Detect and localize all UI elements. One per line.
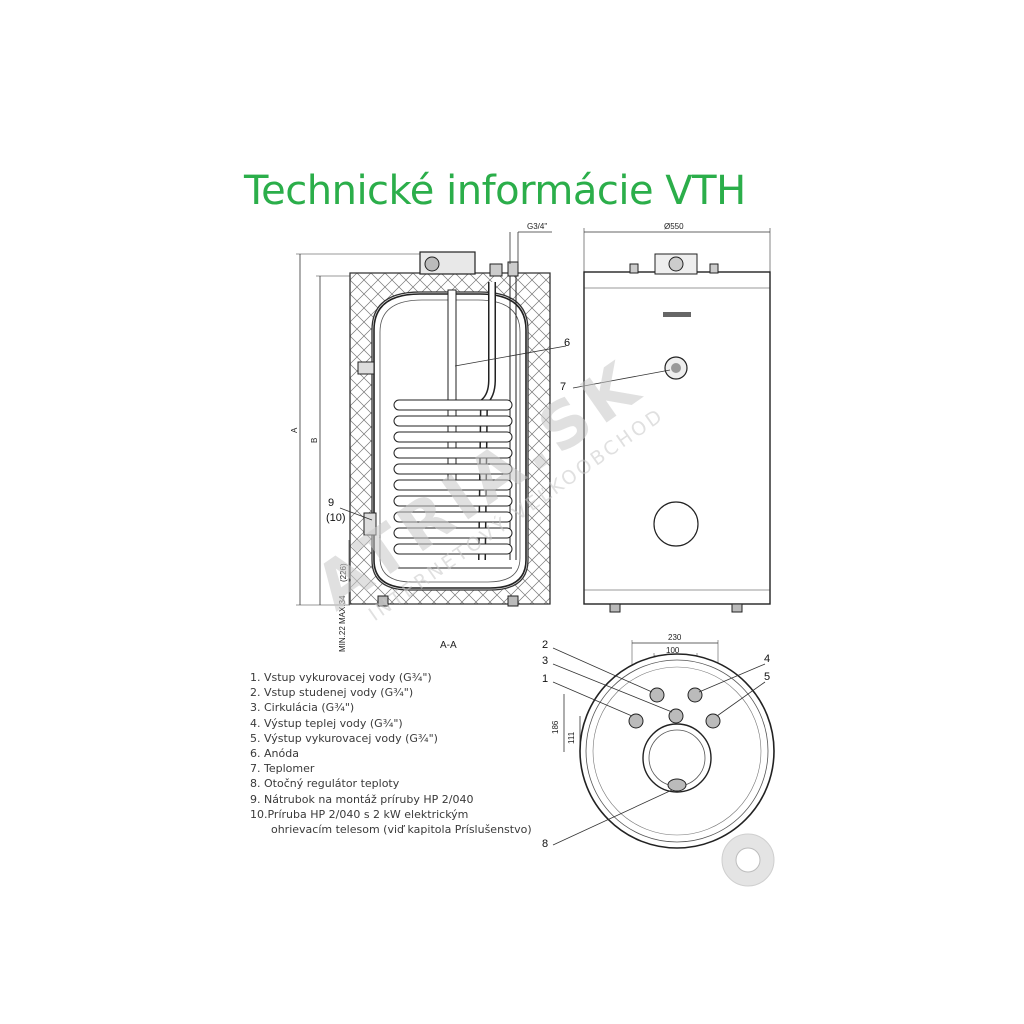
heating-coil [393,399,513,555]
legend-item: 2. Vstup studenej vody (G¾") [250,686,414,700]
legend-item: 9. Nátrubok na montáž príruby HP 2/040 [250,792,474,806]
callout-10: (10) [326,512,346,524]
dim-minmax: MIN.22 MAX.34 [338,595,347,652]
insulation-jacket [349,272,551,605]
callout-6: 6 [564,337,570,349]
top-view: 230 100 186 111 2 3 1 4 5 8 [542,633,775,850]
callout-2: 2 [542,639,548,651]
legend-item: 1. Vstup vykurovacej vody (G¾") [250,671,432,684]
page-title: Technické informácie VTH [244,168,746,214]
callout-5: 5 [764,671,770,683]
dim-186: 186 [551,720,560,734]
dim-230: 230 [668,633,682,642]
front-view: Ø550 7 [560,222,771,613]
callout-1: 1 [542,673,548,685]
dim-a: A [290,427,299,433]
thermostat-knob [424,256,440,272]
regulator-knob [667,778,687,792]
port-2 [649,687,665,703]
dim-b: B [310,438,319,443]
port-1 [628,713,644,729]
port-3 [668,708,684,724]
callout-3: 3 [542,655,548,667]
callout-8: 8 [542,838,548,850]
legend-item: 6. Anóda [250,747,299,761]
legend-item: 3. Cirkulácia (G¾") [250,701,355,715]
dim-111: 111 [567,731,576,744]
dim-226: (226) [339,563,348,582]
legend-list: 1. Vstup vykurovacej vody (G¾") 2. Vstup… [250,670,532,837]
port-4 [687,687,703,703]
legend-item: 5. Výstup vykurovacej vody (G¾") [250,731,438,745]
callout-7: 7 [560,381,566,393]
flange-opening [642,723,712,793]
legend-item: ohrievacím telesom (viď kapitola Prísluš… [250,823,532,837]
dim-g34: G3/4" [527,222,547,231]
callout-9: 9 [328,497,334,509]
dim-100: 100 [666,646,680,655]
legend-item: 7. Teplomer [250,762,315,776]
legend-item: 8. Otočný regulátor teploty [250,777,400,791]
section-label: A-A [440,640,457,651]
section-view: G3/4" [290,222,570,652]
port-5 [705,713,721,729]
legend-item: 4. Výstup teplej vody (G¾") [250,716,403,730]
legend-item: 10.Príruba HP 2/040 s 2 kW elektrickým [250,807,469,821]
dim-550: Ø550 [664,222,684,231]
callout-4: 4 [764,653,770,665]
flange-cover [653,501,699,547]
